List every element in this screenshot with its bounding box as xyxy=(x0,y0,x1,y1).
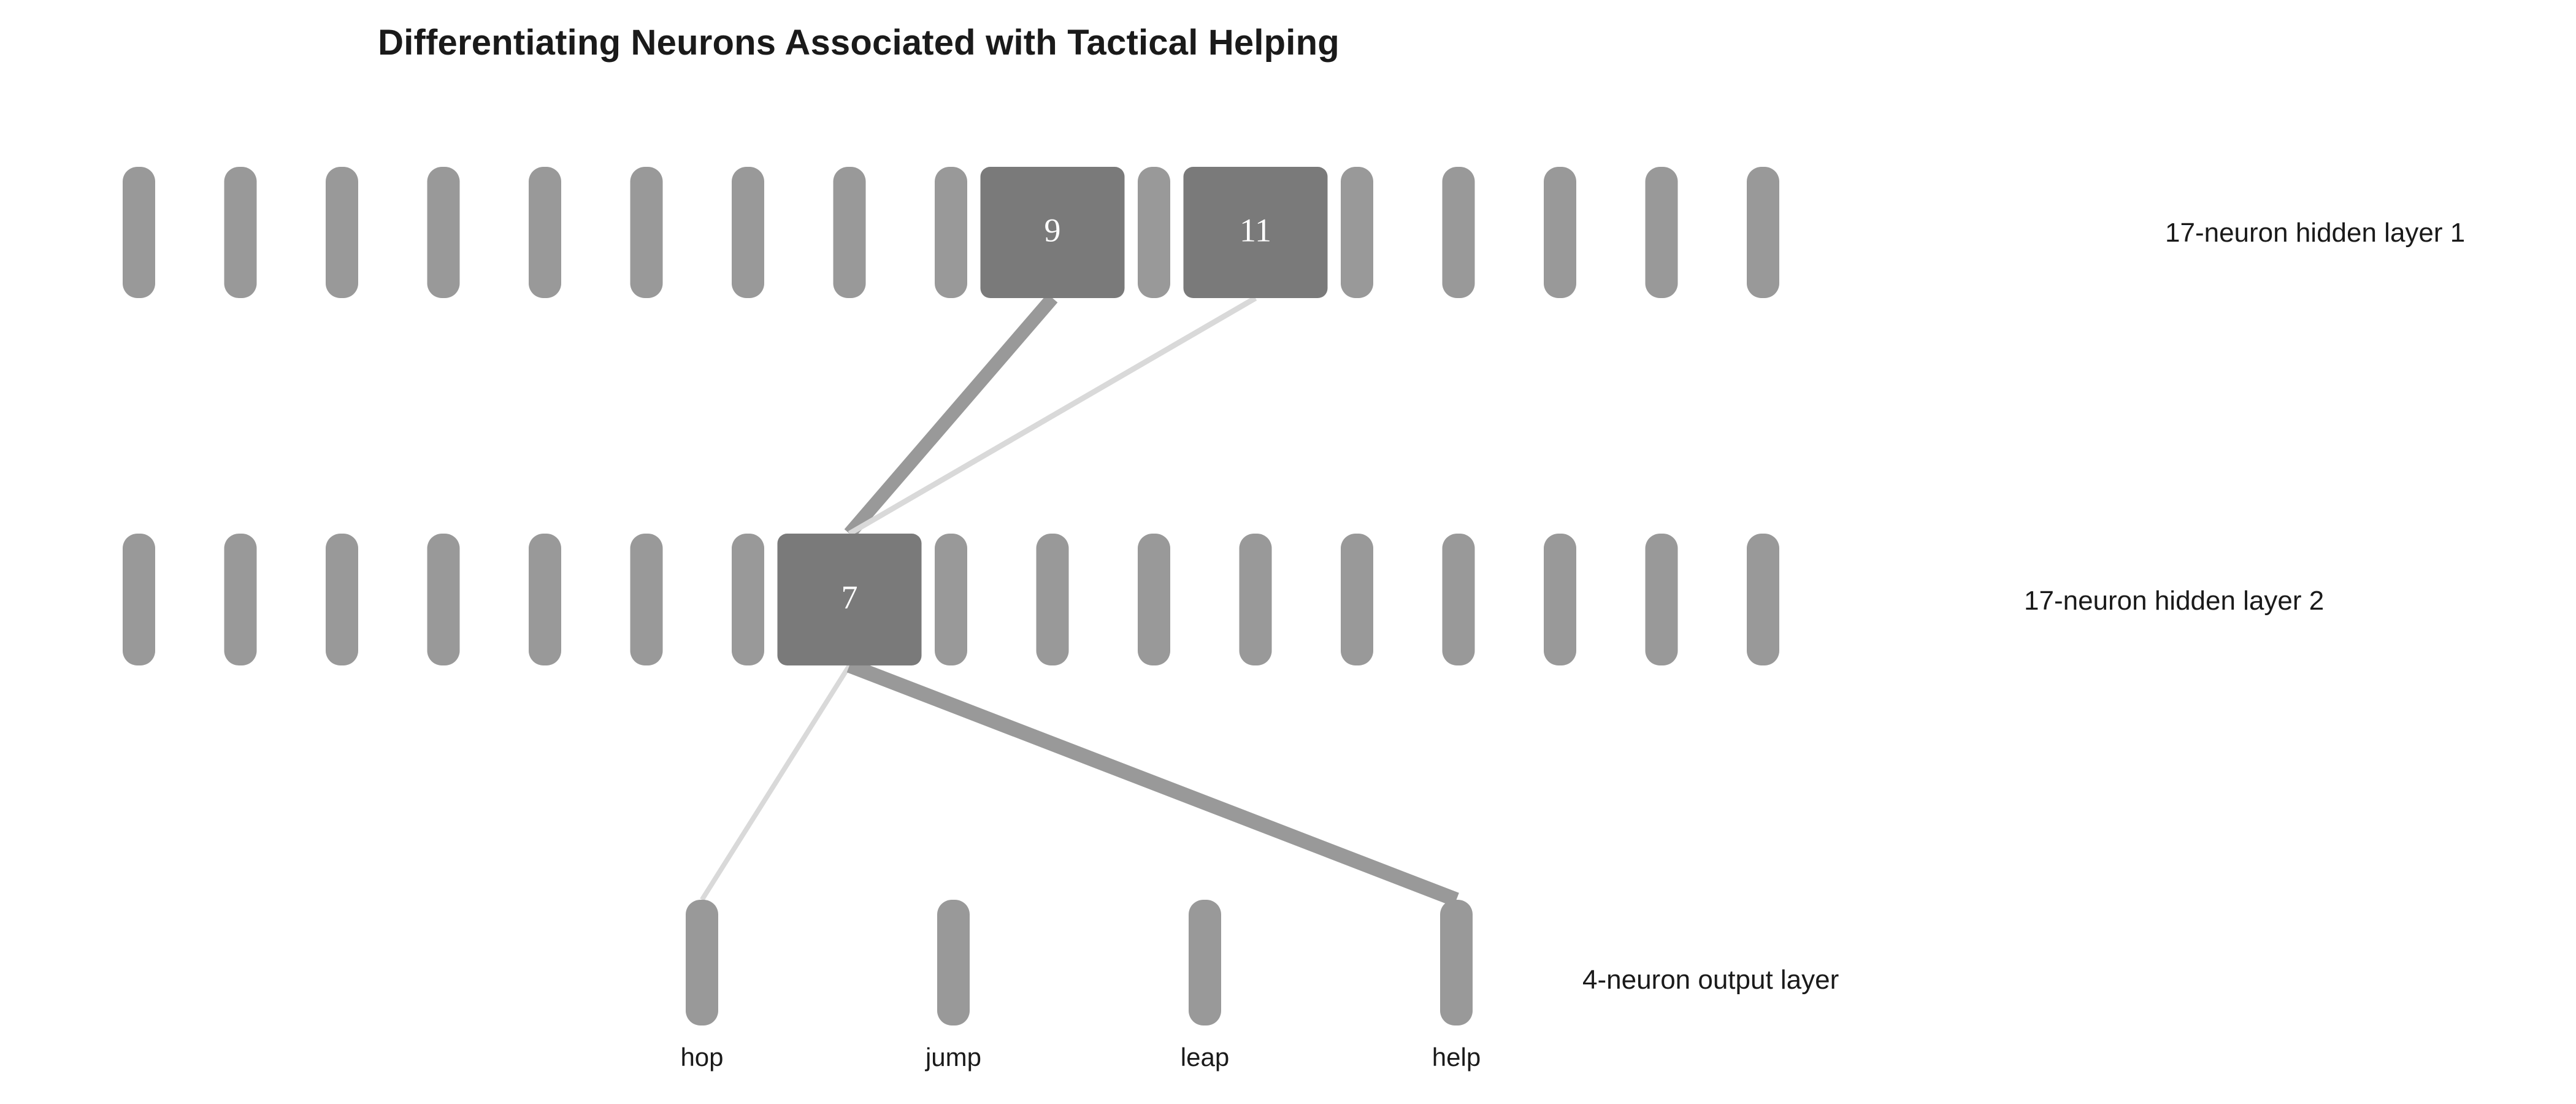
neuron[interactable] xyxy=(427,534,460,665)
neuron[interactable] xyxy=(1440,900,1473,1025)
neuron[interactable] xyxy=(427,167,460,298)
neuron[interactable] xyxy=(1036,534,1069,665)
neuron[interactable] xyxy=(732,534,764,665)
neuron[interactable] xyxy=(935,534,967,665)
neuron[interactable] xyxy=(326,534,358,665)
neuron[interactable] xyxy=(529,167,561,298)
output-neuron-label-help: help xyxy=(1432,1043,1481,1071)
output-neuron-label-jump: jump xyxy=(925,1043,982,1071)
neuron-value-label: 11 xyxy=(1240,212,1271,248)
neuron[interactable] xyxy=(1544,167,1576,298)
neuron[interactable] xyxy=(1645,534,1678,665)
neuron-highlighted[interactable] xyxy=(777,534,922,665)
neuron[interactable] xyxy=(1239,534,1272,665)
layer-caption-hidden-layer-1: 17-neuron hidden layer 1 xyxy=(2165,218,2466,248)
neuron-highlighted[interactable] xyxy=(980,167,1125,298)
neuron[interactable] xyxy=(1341,167,1373,298)
connection-strong xyxy=(846,658,1459,907)
neuron-value-label: 7 xyxy=(841,579,858,616)
neuron[interactable] xyxy=(833,167,866,298)
page-title: Differentiating Neurons Associated with … xyxy=(378,23,1340,63)
neuron[interactable] xyxy=(326,167,358,298)
neuron[interactable] xyxy=(224,167,257,298)
neuron[interactable] xyxy=(1544,534,1576,665)
neuron[interactable] xyxy=(1138,167,1170,298)
connection-weak xyxy=(848,296,1257,536)
neuron[interactable] xyxy=(937,900,970,1025)
neuron[interactable] xyxy=(630,167,663,298)
neuron[interactable] xyxy=(1747,167,1779,298)
neuron[interactable] xyxy=(1341,534,1373,665)
neuron[interactable] xyxy=(686,900,718,1025)
neuron[interactable] xyxy=(224,534,257,665)
neuron[interactable] xyxy=(935,167,967,298)
neuron[interactable] xyxy=(1189,900,1221,1025)
neuron[interactable] xyxy=(1138,534,1170,665)
neuron-value-label: 9 xyxy=(1045,212,1061,248)
neuron[interactable] xyxy=(1645,167,1678,298)
neuron[interactable] xyxy=(732,167,764,298)
connections-group xyxy=(700,293,1459,907)
output-neuron-label-leap: leap xyxy=(1180,1043,1230,1071)
neurons-group: 9 11 7 xyxy=(123,167,1779,1025)
neuron[interactable] xyxy=(123,534,155,665)
layer-caption-output-layer: 4-neuron output layer xyxy=(1582,965,1839,995)
neuron[interactable] xyxy=(630,534,663,665)
neuron-highlighted[interactable] xyxy=(1183,167,1328,298)
neuron[interactable] xyxy=(1442,167,1475,298)
neuron[interactable] xyxy=(123,167,155,298)
output-neuron-label-hop: hop xyxy=(680,1043,724,1071)
connection-weak xyxy=(700,664,852,902)
connection-strong xyxy=(844,293,1058,539)
layer-caption-hidden-layer-2: 17-neuron hidden layer 2 xyxy=(2024,586,2325,616)
neuron[interactable] xyxy=(1442,534,1475,665)
neuron[interactable] xyxy=(1747,534,1779,665)
neuron[interactable] xyxy=(529,534,561,665)
